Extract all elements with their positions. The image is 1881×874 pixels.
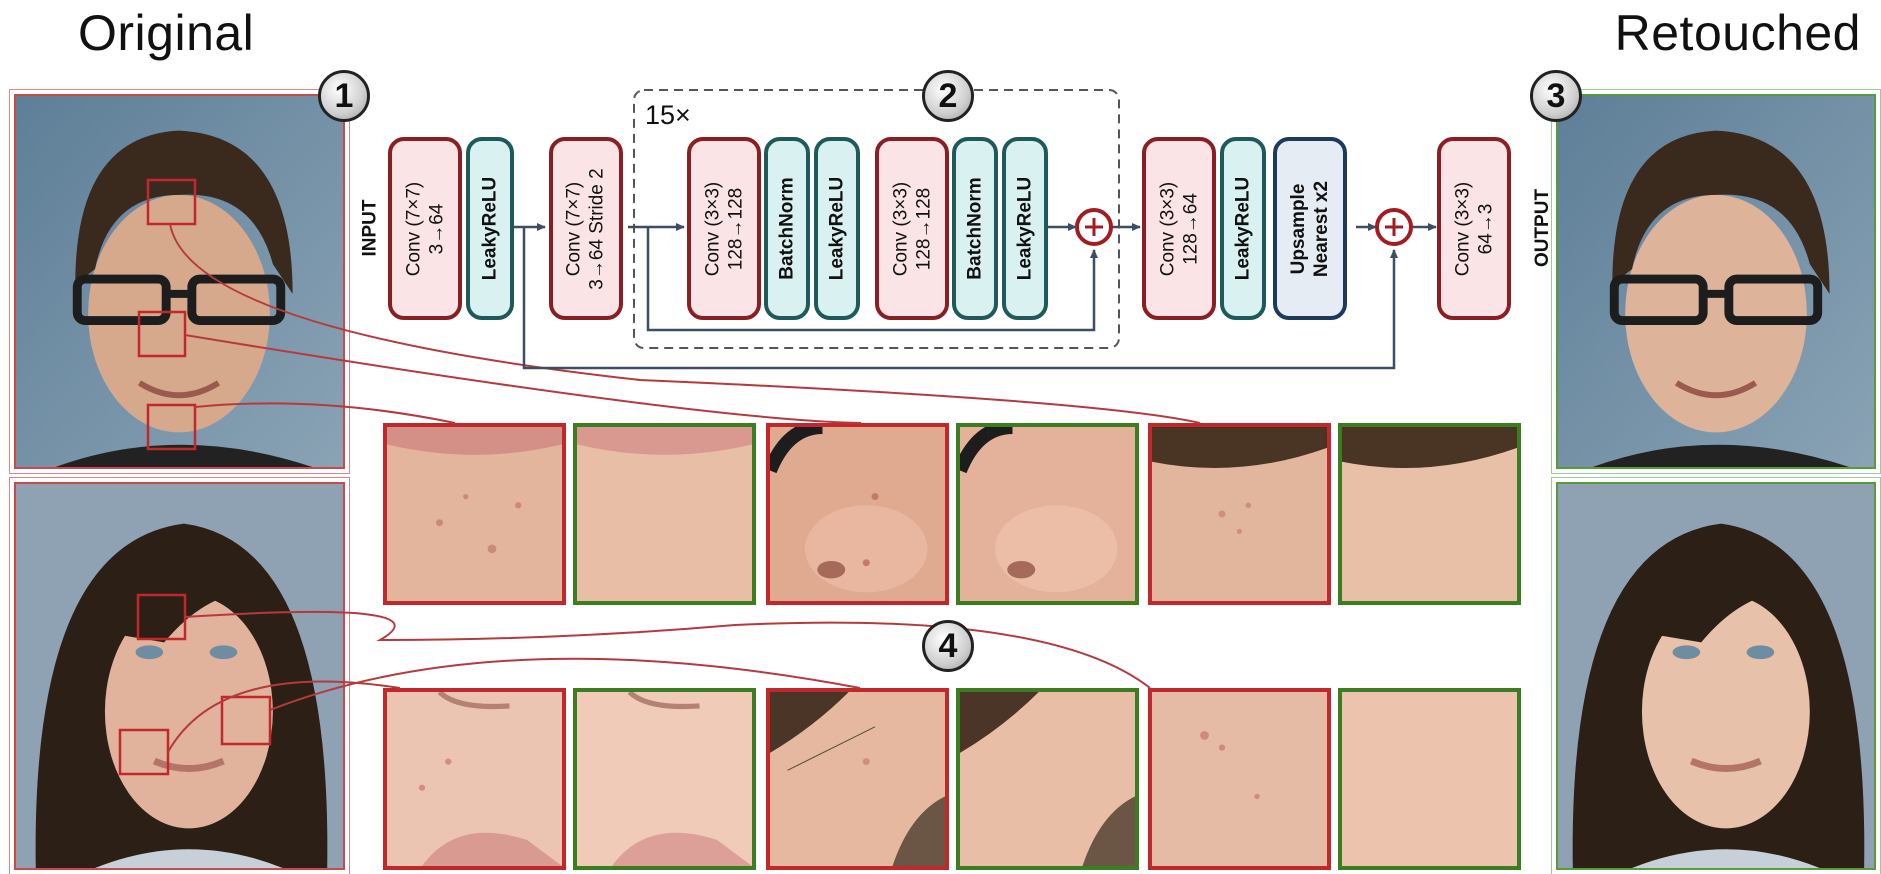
block-conv-3x3-128-b: Conv (3×3)128→128 xyxy=(875,137,949,320)
block-conv-7x7-stride2: Conv (7×7)3→64 Stride 2 xyxy=(549,137,623,320)
sum-node-outer xyxy=(1377,210,1411,244)
input-label: INPUT xyxy=(360,200,382,257)
block-batchnorm-a: BatchNorm xyxy=(764,137,810,320)
block-batchnorm-b: BatchNorm xyxy=(952,137,998,320)
repeat-count-label: 15× xyxy=(645,100,691,131)
badge-2: 2 xyxy=(922,70,974,122)
block-leakyrelu-b: LeakyReLU xyxy=(1002,137,1048,320)
badge-3: 3 xyxy=(1530,70,1582,122)
block-leakyrelu-a: LeakyReLU xyxy=(814,137,860,320)
block-conv-3x3-64-3: Conv (3×3)64→3 xyxy=(1437,137,1511,320)
output-label: OUTPUT xyxy=(1532,189,1554,267)
block-leakyrelu-1: LeakyReLU xyxy=(466,137,514,320)
face-region-boxes xyxy=(120,180,270,774)
block-conv-3x3-128-a: Conv (3×3)128→128 xyxy=(687,137,761,320)
block-leakyrelu-2: LeakyReLU xyxy=(1220,137,1266,320)
block-conv-3x3-128-64: Conv (3×3)128→64 xyxy=(1142,137,1216,320)
sum-node-inner xyxy=(1077,210,1111,244)
block-conv-7x7-3-64: Conv (7×7)3→64 xyxy=(388,137,462,320)
badge-1: 1 xyxy=(318,70,370,122)
badge-4: 4 xyxy=(922,620,974,672)
